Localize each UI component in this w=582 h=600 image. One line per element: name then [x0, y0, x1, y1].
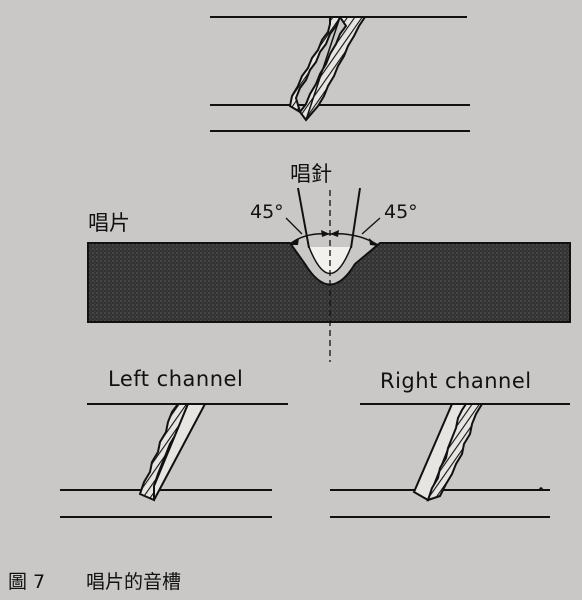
record-body [87, 242, 571, 323]
figure-caption: 唱片的音槽 [86, 571, 182, 593]
right-channel-modulated-wall [426, 403, 484, 502]
left-channel-label: Left channel [108, 367, 244, 391]
angle-arrow-left [290, 238, 299, 245]
left-channel-section [60, 403, 288, 518]
angle-label-left: 45° [250, 201, 284, 223]
record-section [87, 187, 571, 362]
top-groove-section [210, 16, 470, 132]
speck-mark [539, 487, 543, 491]
angle-arrow-center-right [330, 230, 339, 237]
left-channel-plain-wall [153, 403, 207, 501]
angle-arrow-right [369, 238, 378, 246]
angle-label-right: 45° [384, 201, 418, 223]
stylus-label: 唱針 [290, 162, 332, 186]
left-channel-modulated-wall [138, 403, 190, 502]
angle-leader-left [285, 217, 303, 235]
stylus-shaft-left [297, 187, 310, 249]
figure-number: 圖 7 [8, 571, 46, 593]
right-channel-label: Right channel [380, 369, 532, 393]
right-channel-section [330, 403, 570, 518]
record-label: 唱片 [88, 211, 130, 235]
stylus-shaft-right [350, 187, 361, 249]
angle-arrow-center-left [321, 230, 330, 237]
top-groove-center [305, 16, 341, 121]
angle-leader-right [361, 217, 381, 235]
